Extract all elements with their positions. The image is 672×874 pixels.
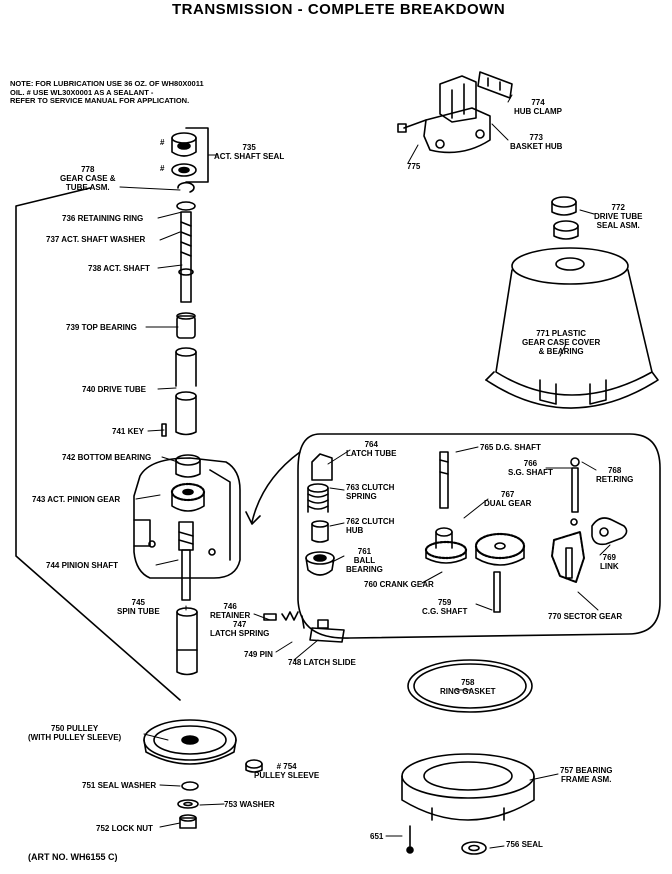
label-769: 769 LINK <box>600 553 619 571</box>
label-757: 757 BEARING FRAME ASM. <box>560 766 613 784</box>
bearing-frame <box>402 754 534 820</box>
label-753: 753 WASHER <box>224 800 275 809</box>
key <box>162 424 166 436</box>
drive-tube <box>176 348 196 435</box>
label-743: 743 ACT. PINION GEAR <box>32 495 121 504</box>
label-749: 749 PIN <box>244 650 273 659</box>
pulley-sleeve <box>246 760 262 772</box>
label-736: 736 RETAINING RING <box>62 214 144 223</box>
pulley <box>144 720 236 764</box>
sealant-mark: # <box>160 164 165 173</box>
gear-case-cover <box>486 248 658 408</box>
label-750: 750 PULLEY (WITH PULLEY SLEEVE) <box>28 724 122 742</box>
label-760: 760 CRANK GEAR <box>364 580 434 589</box>
label-775: 775 <box>407 162 421 171</box>
retainer <box>264 614 276 620</box>
label-774: 774 HUB CLAMP <box>514 98 562 116</box>
dg-shaft <box>440 452 448 508</box>
hub-clamp <box>478 72 512 98</box>
label-761: 761 BALL BEARING <box>346 547 383 574</box>
drive-tube-seal <box>552 197 578 239</box>
label-762: 762 CLUTCH HUB <box>346 517 395 535</box>
label-737: 737 ACT. SHAFT WASHER <box>46 235 146 244</box>
label-739: 739 TOP BEARING <box>66 323 137 332</box>
act-shaft <box>179 212 193 302</box>
label-778: 778 GEAR CASE & TUBE ASM. <box>60 165 116 192</box>
leader-lines <box>120 95 610 848</box>
act-shaft-seal <box>172 133 196 176</box>
crank-gear <box>476 534 524 565</box>
hub-bolt <box>398 120 426 132</box>
label-748: 748 LATCH SLIDE <box>288 658 356 667</box>
latch-slide <box>310 620 344 642</box>
top-bearing <box>177 313 195 338</box>
label-746: 746 RETAINER <box>210 602 251 620</box>
assembly-outline <box>16 188 180 700</box>
clutch-spring <box>308 484 328 512</box>
clutch-hub <box>312 521 328 542</box>
act-shaft-washer <box>177 202 195 210</box>
label-651: 651 <box>370 832 384 841</box>
basket-hub <box>424 76 490 152</box>
label-773: 773 BASKET HUB <box>510 133 563 151</box>
spin-tube <box>177 608 197 675</box>
lock-nut <box>180 815 196 828</box>
gear-case-housing <box>134 458 240 578</box>
screw-651 <box>407 826 413 853</box>
label-765: 765 D.G. SHAFT <box>480 443 541 452</box>
label-745: 745 SPIN TUBE <box>117 598 160 616</box>
sg-shaft <box>571 458 579 512</box>
sealant-mark: # <box>160 138 165 147</box>
label-740: 740 DRIVE TUBE <box>82 385 147 394</box>
label-747: 747 LATCH SPRING <box>210 620 270 638</box>
label-771: 771 PLASTIC GEAR CASE COVER & BEARING <box>522 329 601 356</box>
washer-753 <box>178 800 198 808</box>
link <box>592 518 627 544</box>
label-768: 768 RET.RING <box>596 466 634 484</box>
detail-callout-outline <box>298 434 660 638</box>
pinion-shaft <box>179 522 193 600</box>
ring-gasket <box>408 660 532 712</box>
label-741: 741 KEY <box>112 427 145 436</box>
label-752: 752 LOCK NUT <box>96 824 153 833</box>
sector-gear <box>552 532 584 582</box>
label-770: 770 SECTOR GEAR <box>548 612 623 621</box>
latch-tube <box>312 454 332 480</box>
ball-bearing <box>306 552 334 575</box>
dual-gear <box>426 528 466 563</box>
label-756: 756 SEAL <box>506 840 543 849</box>
label-744: 744 PINION SHAFT <box>46 561 119 570</box>
label-764: 764 LATCH TUBE <box>346 440 397 458</box>
label-772: 772 DRIVE TUBE SEAL ASM. <box>594 203 643 230</box>
label-751: 751 SEAL WASHER <box>82 781 157 790</box>
art-number: (ART NO. WH6155 C) <box>28 852 118 862</box>
latch-spring <box>282 612 298 620</box>
label-766: 766 S.G. SHAFT <box>508 459 553 477</box>
seal-washer <box>182 782 198 790</box>
cg-shaft <box>494 572 500 612</box>
label-754: # 754 PULLEY SLEEVE <box>254 762 320 780</box>
seal-756 <box>462 842 486 854</box>
retaining-ring <box>178 183 194 192</box>
bottom-bearing <box>176 455 200 477</box>
label-758: 758 RING GASKET <box>440 678 496 696</box>
label-742: 742 BOTTOM BEARING <box>62 453 152 462</box>
label-763: 763 CLUTCH SPRING <box>346 483 395 501</box>
label-738: 738 ACT. SHAFT <box>88 264 150 273</box>
ret-ring <box>571 519 577 525</box>
label-735: 735 ACT. SHAFT SEAL <box>214 143 285 161</box>
lubrication-note: NOTE: FOR LUBRICATION USE 36 OZ. OF WH80… <box>10 79 204 105</box>
diagram-title: TRANSMISSION - COMPLETE BREAKDOWN <box>172 1 506 18</box>
detail-arrow <box>252 452 300 522</box>
label-767: 767 DUAL GEAR <box>484 490 532 508</box>
act-pinion-gear <box>172 484 204 511</box>
label-759: 759 C.G. SHAFT <box>422 598 468 616</box>
